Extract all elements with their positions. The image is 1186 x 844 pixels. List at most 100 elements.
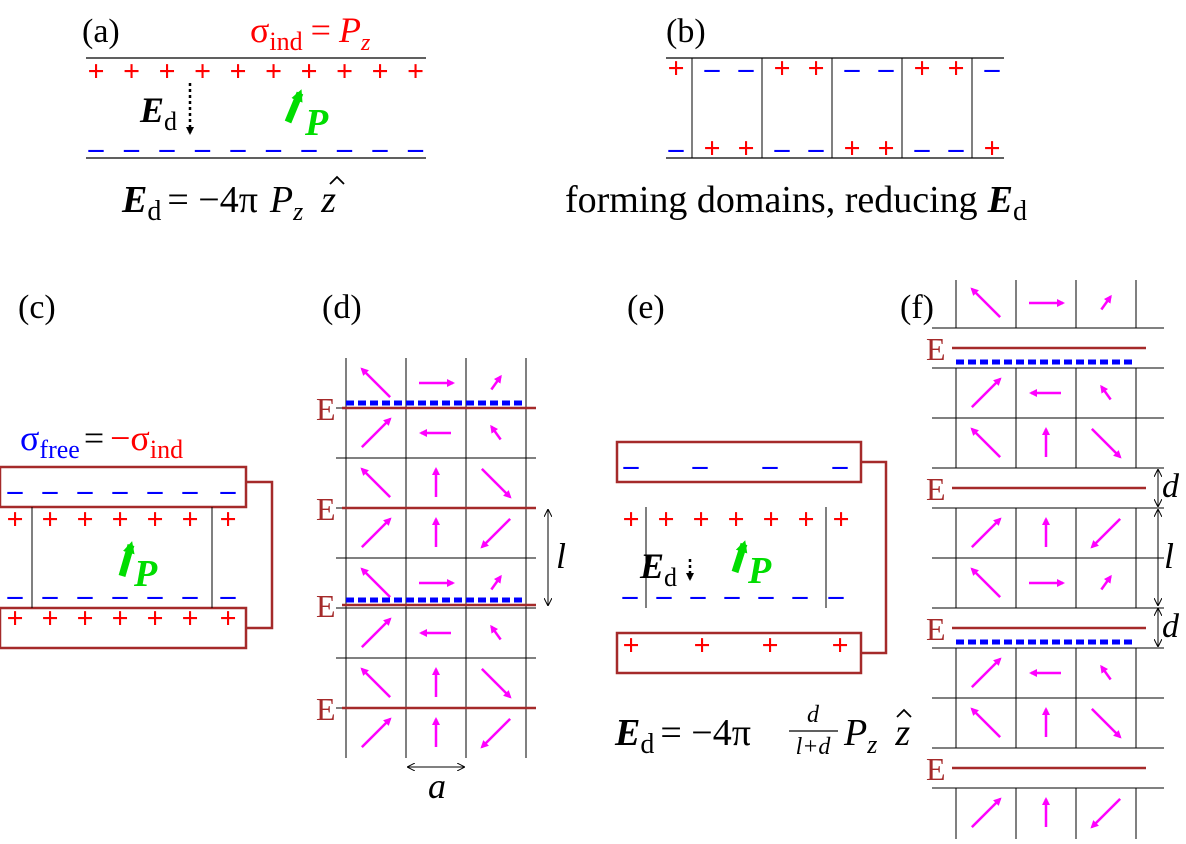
domain-arrow xyxy=(360,467,392,499)
free-minus-charge: – xyxy=(77,474,94,507)
free-minus-charge: – xyxy=(7,474,24,507)
domain-charge: – xyxy=(984,52,1001,85)
domain-arrow xyxy=(360,517,392,549)
f-dim-l-label: l xyxy=(1164,536,1174,576)
domain-arrow xyxy=(970,707,1002,739)
dim-a-label: a xyxy=(428,766,446,806)
minus-charge: – xyxy=(372,132,389,165)
sigma-ind-equation: σind=Pz xyxy=(250,10,371,56)
free-plus-charge: + xyxy=(146,602,163,635)
domain-charge: + xyxy=(667,52,684,85)
bound-minus-charge: – xyxy=(656,579,673,612)
domain-charge: + xyxy=(703,132,720,165)
bound-plus-charge: + xyxy=(219,503,236,536)
bound-minus-charge: – xyxy=(724,579,741,612)
bound-plus-charge: + xyxy=(797,503,814,536)
free-minus-charge: – xyxy=(832,449,849,482)
domain-charge: + xyxy=(983,132,1000,165)
domain-charge: – xyxy=(844,52,861,85)
domain-charge: – xyxy=(704,52,721,85)
f-dim-d1-label: d xyxy=(1162,468,1180,505)
free-plus-charge: + xyxy=(76,602,93,635)
domain-arrow xyxy=(1090,797,1122,829)
f-dim-d2-label: d xyxy=(1162,608,1180,645)
bound-minus-charge: – xyxy=(7,579,24,612)
domain-charge: + xyxy=(877,132,894,165)
domain-arrow xyxy=(490,574,502,591)
free-minus-charge: – xyxy=(42,474,59,507)
field-label: Ed xyxy=(139,90,177,136)
bound-minus-charge: – xyxy=(147,579,164,612)
domain-charge: + xyxy=(773,52,790,85)
panel-c-label: (c) xyxy=(18,289,56,326)
domain-arrow xyxy=(490,374,502,391)
bound-plus-charge: + xyxy=(111,503,128,536)
bound-minus-charge: – xyxy=(77,579,94,612)
domain-arrow xyxy=(480,467,512,499)
bound-minus-charge: – xyxy=(220,579,237,612)
electrode-label: E xyxy=(316,391,336,427)
free-minus-charge: – xyxy=(147,474,164,507)
bound-plus-charge: + xyxy=(6,503,23,536)
bound-plus-charge: + xyxy=(692,503,709,536)
f-polarization-arrows xyxy=(970,287,1122,829)
bound-plus-charge: + xyxy=(727,503,744,536)
electrode-label: E xyxy=(926,471,946,507)
panel-b: (b) +––++––++––++––++––+ forming domains… xyxy=(565,13,1027,227)
panel-a-label: (a) xyxy=(82,13,120,50)
domain-arrow xyxy=(490,424,502,441)
free-plus-charge: + xyxy=(831,629,848,662)
electrode-label: E xyxy=(926,611,946,647)
free-plus-charge: + xyxy=(111,602,128,635)
minus-charge: – xyxy=(159,132,176,165)
domain-arrow xyxy=(970,517,1002,549)
domain-arrow xyxy=(1100,664,1112,681)
electrode-label: E xyxy=(926,331,946,367)
e-wire xyxy=(861,460,888,655)
free-plus-charge: + xyxy=(622,629,639,662)
domain-charge: + xyxy=(947,52,964,85)
minus-charge: – xyxy=(265,132,282,165)
polarization-arrow xyxy=(284,89,304,124)
free-plus-charge: + xyxy=(6,602,23,635)
bound-minus-charge: – xyxy=(182,579,199,612)
bound-plus-charge: + xyxy=(181,503,198,536)
e-bottom-electrode xyxy=(615,631,863,675)
bound-plus-charge: + xyxy=(146,503,163,536)
e-polarization-label: P xyxy=(747,550,772,592)
domain-charge: + xyxy=(807,52,824,85)
plus-charge: + xyxy=(123,55,140,88)
domain-arrow xyxy=(1100,574,1112,591)
domain-arrow xyxy=(480,517,512,549)
d-polarization-arrows xyxy=(360,367,512,749)
panel-e-label: (e) xyxy=(627,289,665,326)
domain-arrow xyxy=(360,667,392,699)
domain-arrow xyxy=(970,657,1002,689)
domain-arrow xyxy=(360,617,392,649)
domain-charge: – xyxy=(808,132,825,165)
e-field-label: Ed xyxy=(639,546,677,592)
domain-arrow xyxy=(360,567,392,599)
frac-denominator: l+d xyxy=(796,734,832,760)
domain-arrow xyxy=(1100,384,1112,401)
panel-d-label: (d) xyxy=(322,289,362,326)
top-plus-charges: ++++++++++ xyxy=(87,55,424,88)
domain-charge: + xyxy=(913,52,930,85)
dim-l-label: l xyxy=(556,536,566,576)
domain-arrow xyxy=(360,417,392,449)
domain-charge: + xyxy=(737,132,754,165)
free-plus-charge: + xyxy=(219,602,236,635)
electrode-label: E xyxy=(316,691,336,727)
plus-charge: + xyxy=(336,55,353,88)
polarization-arrow-c xyxy=(118,541,135,577)
e-polarization-arrow xyxy=(731,540,748,574)
short-circuit-wire xyxy=(246,480,274,630)
free-plus-charge: + xyxy=(181,602,198,635)
bottom-minus-charges: –––––––––– xyxy=(88,132,425,165)
plus-charge: + xyxy=(158,55,175,88)
domain-arrow xyxy=(1100,294,1112,311)
